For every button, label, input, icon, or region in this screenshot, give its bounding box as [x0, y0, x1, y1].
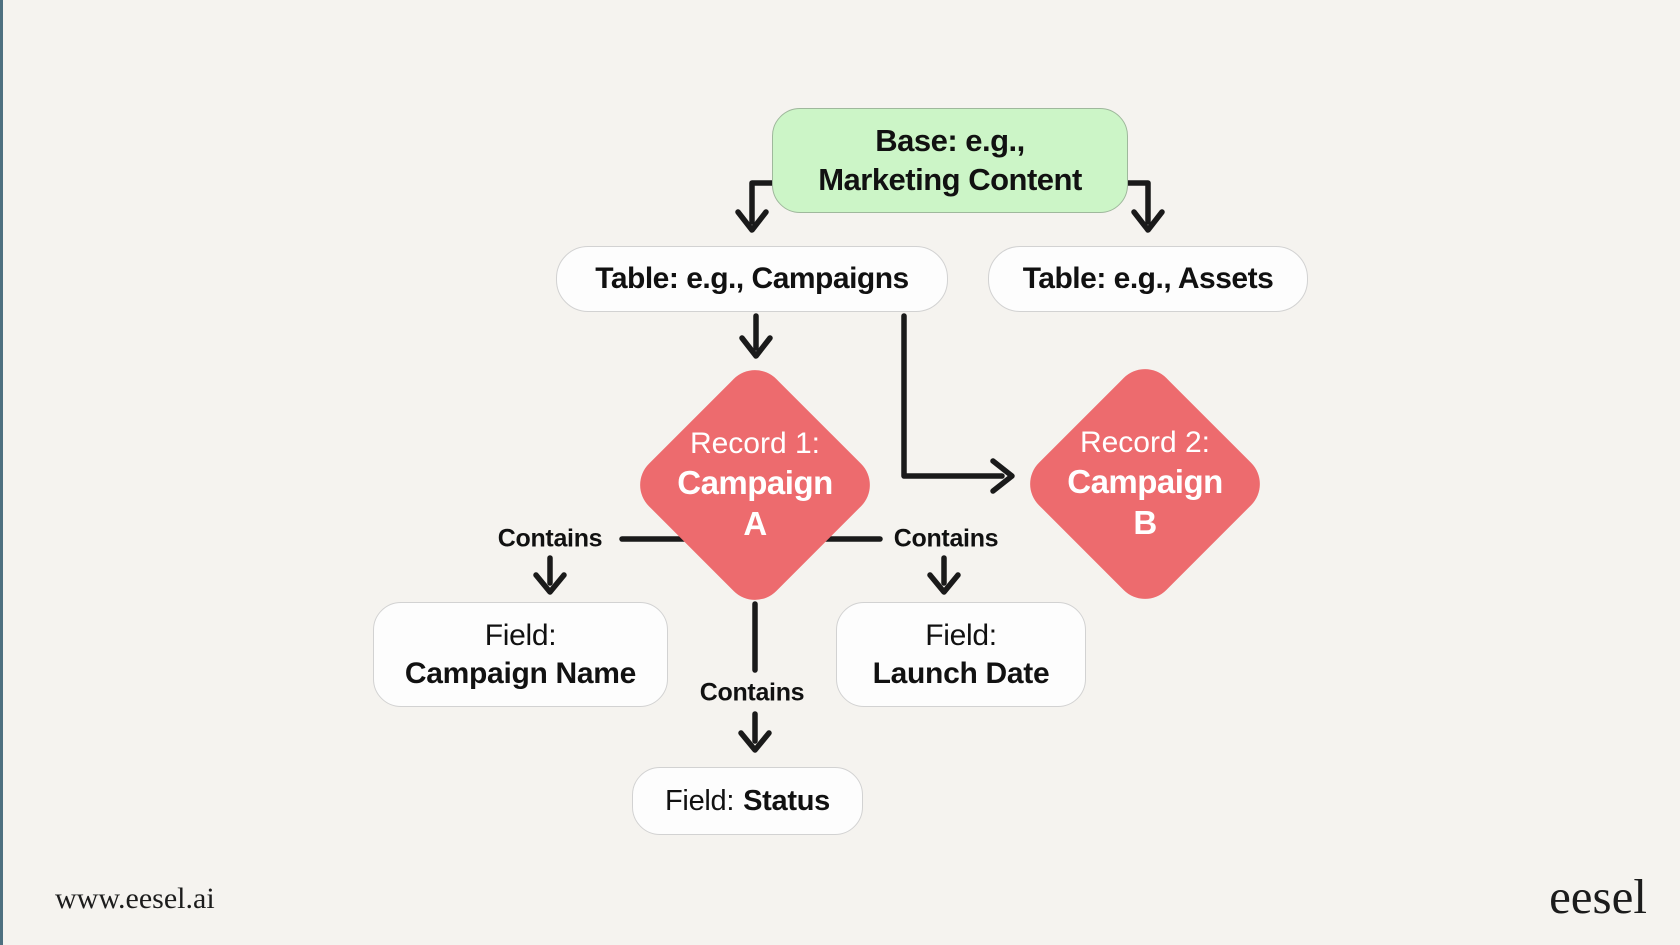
base-node-label-line2: Marketing Content	[818, 161, 1082, 197]
record-name: Campaign B	[1067, 462, 1223, 541]
arrow-base-to-campaigns-line	[749, 180, 775, 225]
field-node-launch-date: Field: Launch Date	[836, 602, 1086, 707]
table-node-campaigns: Table: e.g., Campaigns	[556, 246, 948, 312]
arrow-base-to-campaigns-head	[735, 209, 769, 233]
arrow-campaigns-to-record2-head	[990, 458, 1015, 494]
field-prefix: Field:	[665, 784, 735, 817]
field-node-campaign-name: Field: Campaign Name	[373, 602, 668, 707]
arrow-contains-left-head	[533, 572, 567, 595]
edge-label-contains-right: Contains	[893, 524, 999, 553]
field-name: Campaign Name	[404, 656, 637, 690]
edge-label-contains-bottom: Contains	[699, 678, 805, 707]
arrow-contains-bottom-head	[738, 730, 772, 753]
record-node-campaign-a: Record 1: Campaign A	[627, 357, 883, 613]
record-name: Campaign A	[677, 463, 833, 542]
field-node-status: Field: Status	[632, 767, 863, 835]
record-node-campaign-b-text: Record 2: Campaign B	[1055, 394, 1235, 574]
record-node-campaign-b: Record 2: Campaign B	[1017, 356, 1273, 612]
field-prefix: Field:	[925, 619, 997, 652]
edge-label-contains-left: Contains	[497, 524, 603, 553]
base-node-label-line1: Base: e.g.,	[875, 122, 1025, 158]
table-node-campaigns-label: Table: e.g., Campaigns	[595, 262, 909, 295]
arrow-base-to-assets-head	[1131, 209, 1165, 233]
arrow-campaigns-to-record1-head	[739, 335, 773, 359]
eesel-logo: eesel	[1549, 869, 1647, 924]
record-node-campaign-a-text: Record 1: Campaign A	[665, 395, 845, 575]
field-name: Launch Date	[872, 656, 1050, 690]
table-node-assets: Table: e.g., Assets	[988, 246, 1308, 312]
arrow-base-to-assets-line	[1125, 180, 1151, 225]
table-node-assets-label: Table: e.g., Assets	[1022, 262, 1274, 295]
record-title: Record 1:	[689, 426, 821, 460]
field-prefix: Field:	[484, 619, 557, 652]
field-name: Status	[743, 784, 830, 817]
record-title: Record 2:	[1079, 425, 1211, 459]
arrow-contains-right-head	[927, 572, 961, 595]
base-node: Base: e.g., Marketing Content	[772, 108, 1128, 213]
arrow-campaigns-to-record2-line	[901, 313, 1005, 479]
left-accent-bar	[0, 0, 3, 945]
footer-website-url: www.eesel.ai	[55, 882, 215, 915]
